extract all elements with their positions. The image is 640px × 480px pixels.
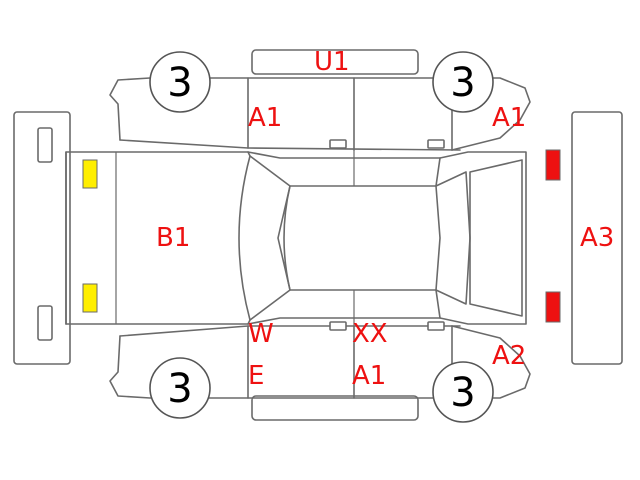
pillar-rear-top	[435, 157, 441, 187]
front-bumper-slot-top	[37, 127, 53, 163]
top-side-sill	[251, 49, 419, 75]
label-rear-panel: A3	[580, 223, 614, 253]
rear-deck	[469, 159, 523, 317]
wheel-front-right	[149, 357, 211, 419]
label-bottom-left-line2: E	[248, 361, 264, 391]
label-top-right-fender: A1	[492, 103, 526, 133]
pillar-front-top	[247, 151, 251, 157]
label-bottom-left-line1: W	[248, 319, 274, 349]
front-bumper	[13, 111, 71, 365]
wheel-rear-right	[432, 361, 494, 423]
rear-bumper	[571, 111, 623, 365]
bottom-door-handle-1	[329, 321, 347, 331]
label-bottom-right-line1: XX	[352, 319, 388, 349]
bottom-door-handle-2	[427, 321, 445, 331]
label-bottom-right-line2: A1	[352, 361, 386, 391]
top-door-handle-1	[329, 139, 347, 149]
top-side-lower-edge	[119, 139, 461, 151]
wheel-rear-left-grade: 3	[450, 60, 475, 106]
wheel-rear-left	[432, 51, 494, 113]
front-lamp-top	[82, 159, 98, 189]
front-lamp-bottom	[82, 283, 98, 313]
wheel-front-right-grade: 3	[167, 366, 192, 412]
front-bumper-slot-bottom	[37, 305, 53, 341]
rear-window	[435, 171, 471, 305]
bottom-side-sill	[251, 395, 419, 421]
label-top-left-door: A1	[248, 103, 282, 133]
pillar-rear-bottom	[435, 289, 441, 319]
rear-lamp-bottom	[545, 291, 561, 323]
wheel-front-left-grade: 3	[167, 60, 192, 106]
label-bottom-right-fender: A2	[492, 341, 526, 371]
label-hood: B1	[156, 223, 190, 253]
top-door-handle-2	[427, 139, 445, 149]
roof	[283, 185, 441, 291]
label-roof-top: U1	[314, 47, 350, 77]
pillar-front-bottom	[247, 319, 251, 325]
bottom-side-upper-edge	[119, 325, 461, 337]
top-view-body	[65, 151, 527, 325]
windshield	[238, 155, 291, 321]
wheel-front-left	[149, 51, 211, 113]
rear-lamp-top	[545, 149, 561, 181]
wheel-rear-right-grade: 3	[450, 370, 475, 416]
